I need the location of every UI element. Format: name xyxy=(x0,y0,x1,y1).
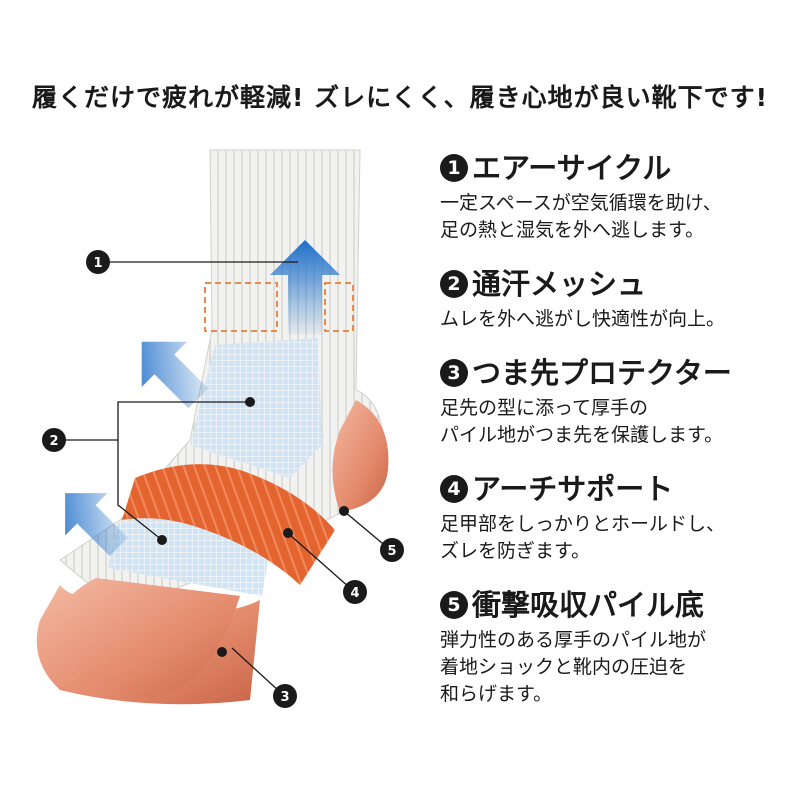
svg-text:5: 5 xyxy=(387,544,396,559)
feature-number-badge: 5 xyxy=(440,591,468,619)
feature-number-badge: 2 xyxy=(440,270,468,298)
air-cycle-zone-left xyxy=(204,282,278,332)
feature-list: 1 エアーサイクル 一定スペースが空気循環を助け、 足の熱と湿気を外へ逃します。… xyxy=(440,150,795,730)
feature-number-badge: 3 xyxy=(440,359,468,387)
feature-description: 一定スペースが空気循環を助け、 足の熱と湿気を外へ逃します。 xyxy=(440,192,722,241)
feature-number-badge: 4 xyxy=(440,475,468,503)
feature-sweat-mesh: 2 通汗メッシュ ムレを外へ逃がし快適性が向上。 xyxy=(440,266,795,333)
air-up-arrow xyxy=(270,240,340,335)
callout-4: 4 xyxy=(343,580,367,604)
sock-illustration: 1 2 3 4 5 xyxy=(36,149,404,708)
feature-description: 足先の型に添って厚手の パイル地がつま先を保護します。 xyxy=(440,397,724,446)
svg-text:4: 4 xyxy=(350,586,359,601)
arch-support-band xyxy=(122,464,335,585)
svg-text:2: 2 xyxy=(49,434,58,449)
mesh-panel-upper xyxy=(190,338,322,478)
feature-title: つま先プロテクター xyxy=(472,356,732,390)
air-cycle-zone-right xyxy=(324,282,354,332)
callout-3: 3 xyxy=(273,684,297,708)
feature-toe-protector: 3 つま先プロテクター 足先の型に添って厚手の パイル地がつま先を保護します。 xyxy=(440,355,795,449)
feature-air-cycle: 1 エアーサイクル 一定スペースが空気循環を助け、 足の熱と湿気を外へ逃します。 xyxy=(440,150,795,244)
feature-title: 通汗メッシュ xyxy=(472,267,647,301)
feature-arch-support: 4 アーチサポート 足甲部をしっかりとホールドし、 ズレを防ぎます。 xyxy=(440,471,795,565)
leader-lines xyxy=(66,261,389,693)
heel xyxy=(332,400,389,512)
vent-arrow-upper xyxy=(141,341,209,409)
callout-5: 5 xyxy=(380,538,404,562)
feature-description: ムレを外へ逃がし快適性が向上。 xyxy=(440,308,726,330)
svg-text:1: 1 xyxy=(93,256,102,271)
headline: 履くだけで疲れが軽減! ズレにくく、履き心地が良い靴下です! xyxy=(31,83,768,112)
vent-arrow-lower xyxy=(65,493,129,557)
feature-title: アーチサポート xyxy=(472,472,674,506)
callout-2: 2 xyxy=(42,428,66,452)
feature-description: 弾力性のある厚手のパイル地が 着地ショックと靴内の圧迫を 和らげます。 xyxy=(440,629,707,705)
leader-dots xyxy=(157,397,349,657)
callout-1: 1 xyxy=(86,250,110,274)
feature-description: 足甲部をしっかりとホールドし、 ズレを防ぎます。 xyxy=(440,513,726,562)
feature-number-badge: 1 xyxy=(440,154,468,182)
feature-title: 衝撃吸収パイル底 xyxy=(472,588,705,622)
feature-cushion-sole: 5 衝撃吸収パイル底 弾力性のある厚手のパイル地が 着地ショックと靴内の圧迫を … xyxy=(440,587,795,708)
feature-title: エアーサイクル xyxy=(472,151,672,185)
svg-text:3: 3 xyxy=(280,690,289,705)
